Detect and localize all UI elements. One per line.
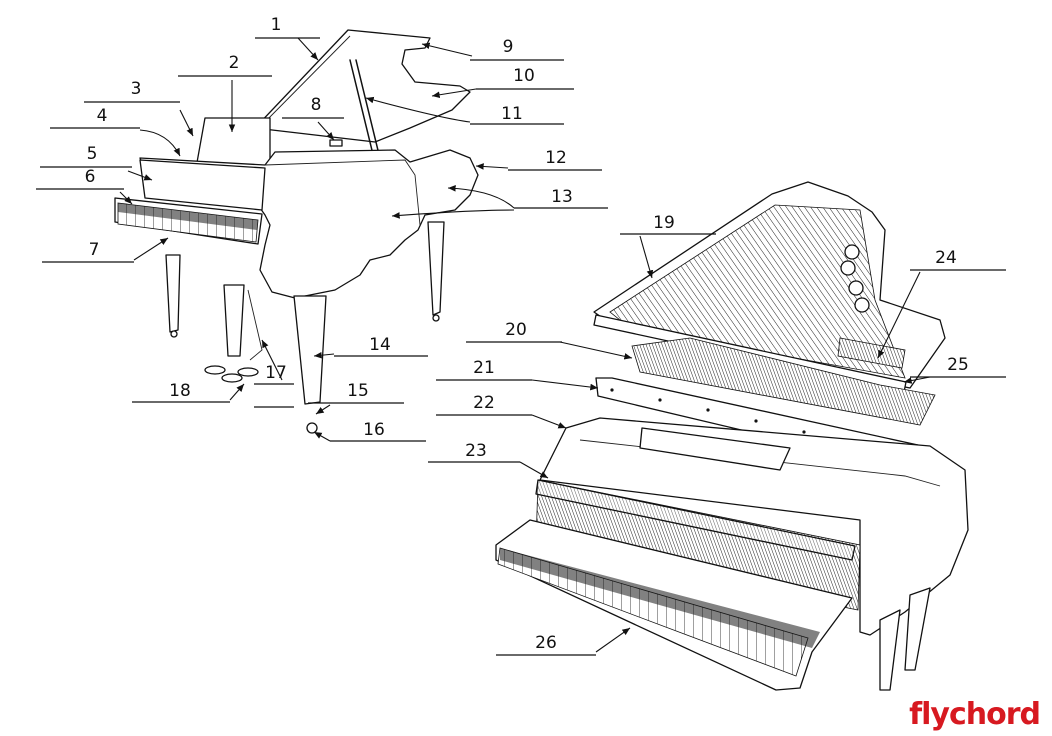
label-4: 4: [97, 106, 108, 126]
exploded-grand-piano-illustration: [495, 181, 969, 691]
label-numbers: 1 2 3 4 5 6 7 8 9 10 11 12 13 14 15 16 1…: [85, 15, 969, 653]
label-24: 24: [935, 248, 957, 268]
label-13: 13: [551, 187, 573, 207]
label-10: 10: [513, 66, 535, 86]
label-21: 21: [473, 358, 495, 378]
label-18: 18: [169, 381, 191, 401]
brand-logo-text: flychord: [909, 697, 1040, 732]
label-26: 26: [535, 633, 557, 653]
label-25: 25: [947, 355, 969, 375]
label-20: 20: [505, 320, 527, 340]
label-1: 1: [271, 15, 282, 35]
label-3: 3: [131, 79, 142, 99]
label-9: 9: [503, 37, 514, 57]
label-16: 16: [363, 420, 385, 440]
label-6: 6: [85, 167, 96, 187]
label-arrows: [119, 37, 931, 653]
label-14: 14: [369, 335, 391, 355]
label-7: 7: [89, 240, 100, 260]
label-22: 22: [473, 393, 495, 413]
label-leader-lines: [36, 37, 1006, 656]
label-19: 19: [653, 213, 675, 233]
assembled-grand-piano-illustration: [114, 29, 479, 434]
label-5: 5: [87, 144, 98, 164]
label-15: 15: [347, 381, 369, 401]
label-11: 11: [501, 104, 523, 124]
label-23: 23: [465, 441, 487, 461]
label-12: 12: [545, 148, 567, 168]
label-8: 8: [311, 95, 322, 115]
label-17: 17: [265, 363, 287, 383]
label-2: 2: [229, 53, 240, 73]
